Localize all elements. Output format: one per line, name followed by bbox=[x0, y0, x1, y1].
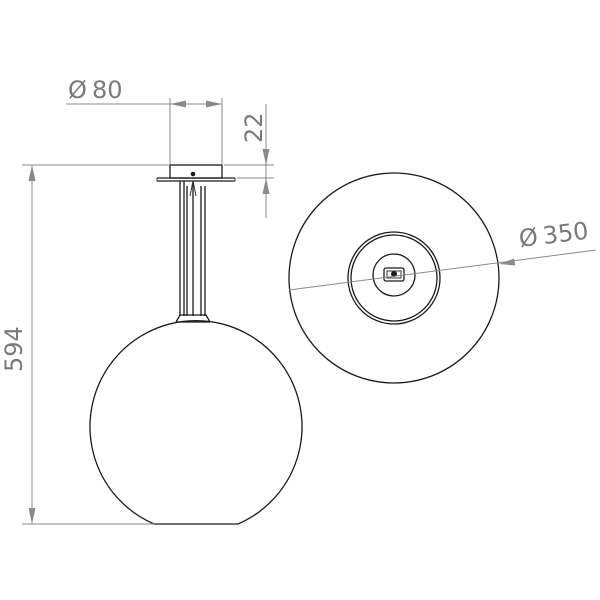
canopy-height-value: 22 bbox=[240, 112, 268, 143]
canopy-top-outer bbox=[347, 231, 441, 325]
canopy-diameter-symbol: Ø bbox=[68, 76, 87, 104]
overall-height-value: 594 bbox=[0, 326, 28, 372]
socket-ring bbox=[372, 253, 416, 297]
canopy bbox=[156, 164, 236, 182]
globe-diameter-value: 350 bbox=[541, 217, 590, 250]
globe-diameter-symbol: Ø bbox=[517, 223, 539, 253]
canopy-top-inner bbox=[350, 234, 438, 322]
stem bbox=[179, 180, 206, 316]
side-view bbox=[89, 164, 303, 525]
dimension-globe-diameter: Ø 350 bbox=[288, 217, 597, 291]
canopy-screw-icon bbox=[190, 171, 196, 177]
top-view bbox=[288, 172, 500, 384]
dimension-canopy-height: 22 bbox=[224, 104, 274, 218]
dimension-canopy-diameter: Ø 80 bbox=[66, 76, 223, 165]
socket-icon bbox=[383, 267, 405, 282]
canopy-diameter-value: 80 bbox=[92, 76, 123, 104]
globe-side bbox=[89, 320, 303, 525]
globe-top bbox=[288, 172, 500, 384]
dimension-overall-height: 594 bbox=[0, 164, 170, 525]
